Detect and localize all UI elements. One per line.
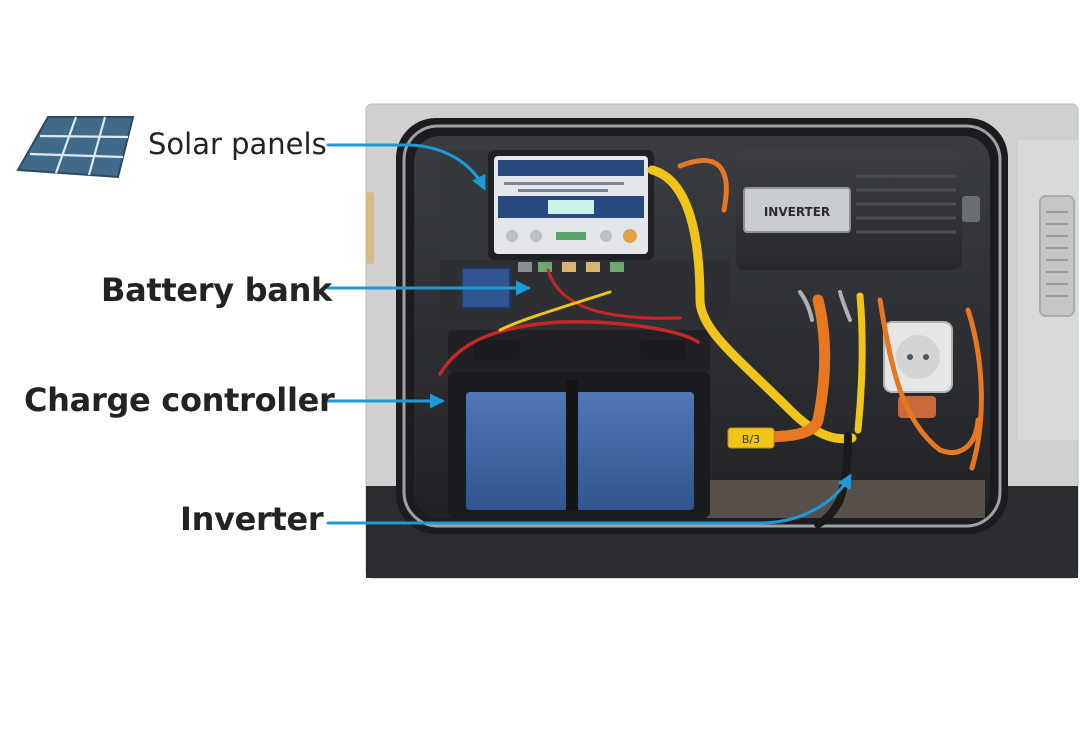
callout-charge-controller: Charge controller: [24, 381, 335, 419]
solar-panel-icon: [16, 116, 135, 179]
charge-controller-device: [488, 150, 654, 272]
arrow-inverter: [326, 473, 852, 525]
battery-tag-label: B/3: [742, 433, 760, 446]
ac-outlet-device: [883, 321, 953, 418]
callout-solar-panels: Solar panels: [148, 127, 327, 161]
arrow-solar-panels: [326, 143, 486, 191]
battery-device: [448, 330, 710, 518]
callout-battery-bank: Battery bank: [101, 271, 333, 309]
cables: [438, 158, 984, 528]
callout-arrows: [326, 143, 852, 525]
inverter-plate-label: INVERTER: [764, 205, 830, 219]
callout-inverter: Inverter: [180, 500, 324, 538]
inverter-device: INVERTER: [736, 150, 980, 270]
battery-fuse-tag: B/3: [727, 427, 775, 449]
